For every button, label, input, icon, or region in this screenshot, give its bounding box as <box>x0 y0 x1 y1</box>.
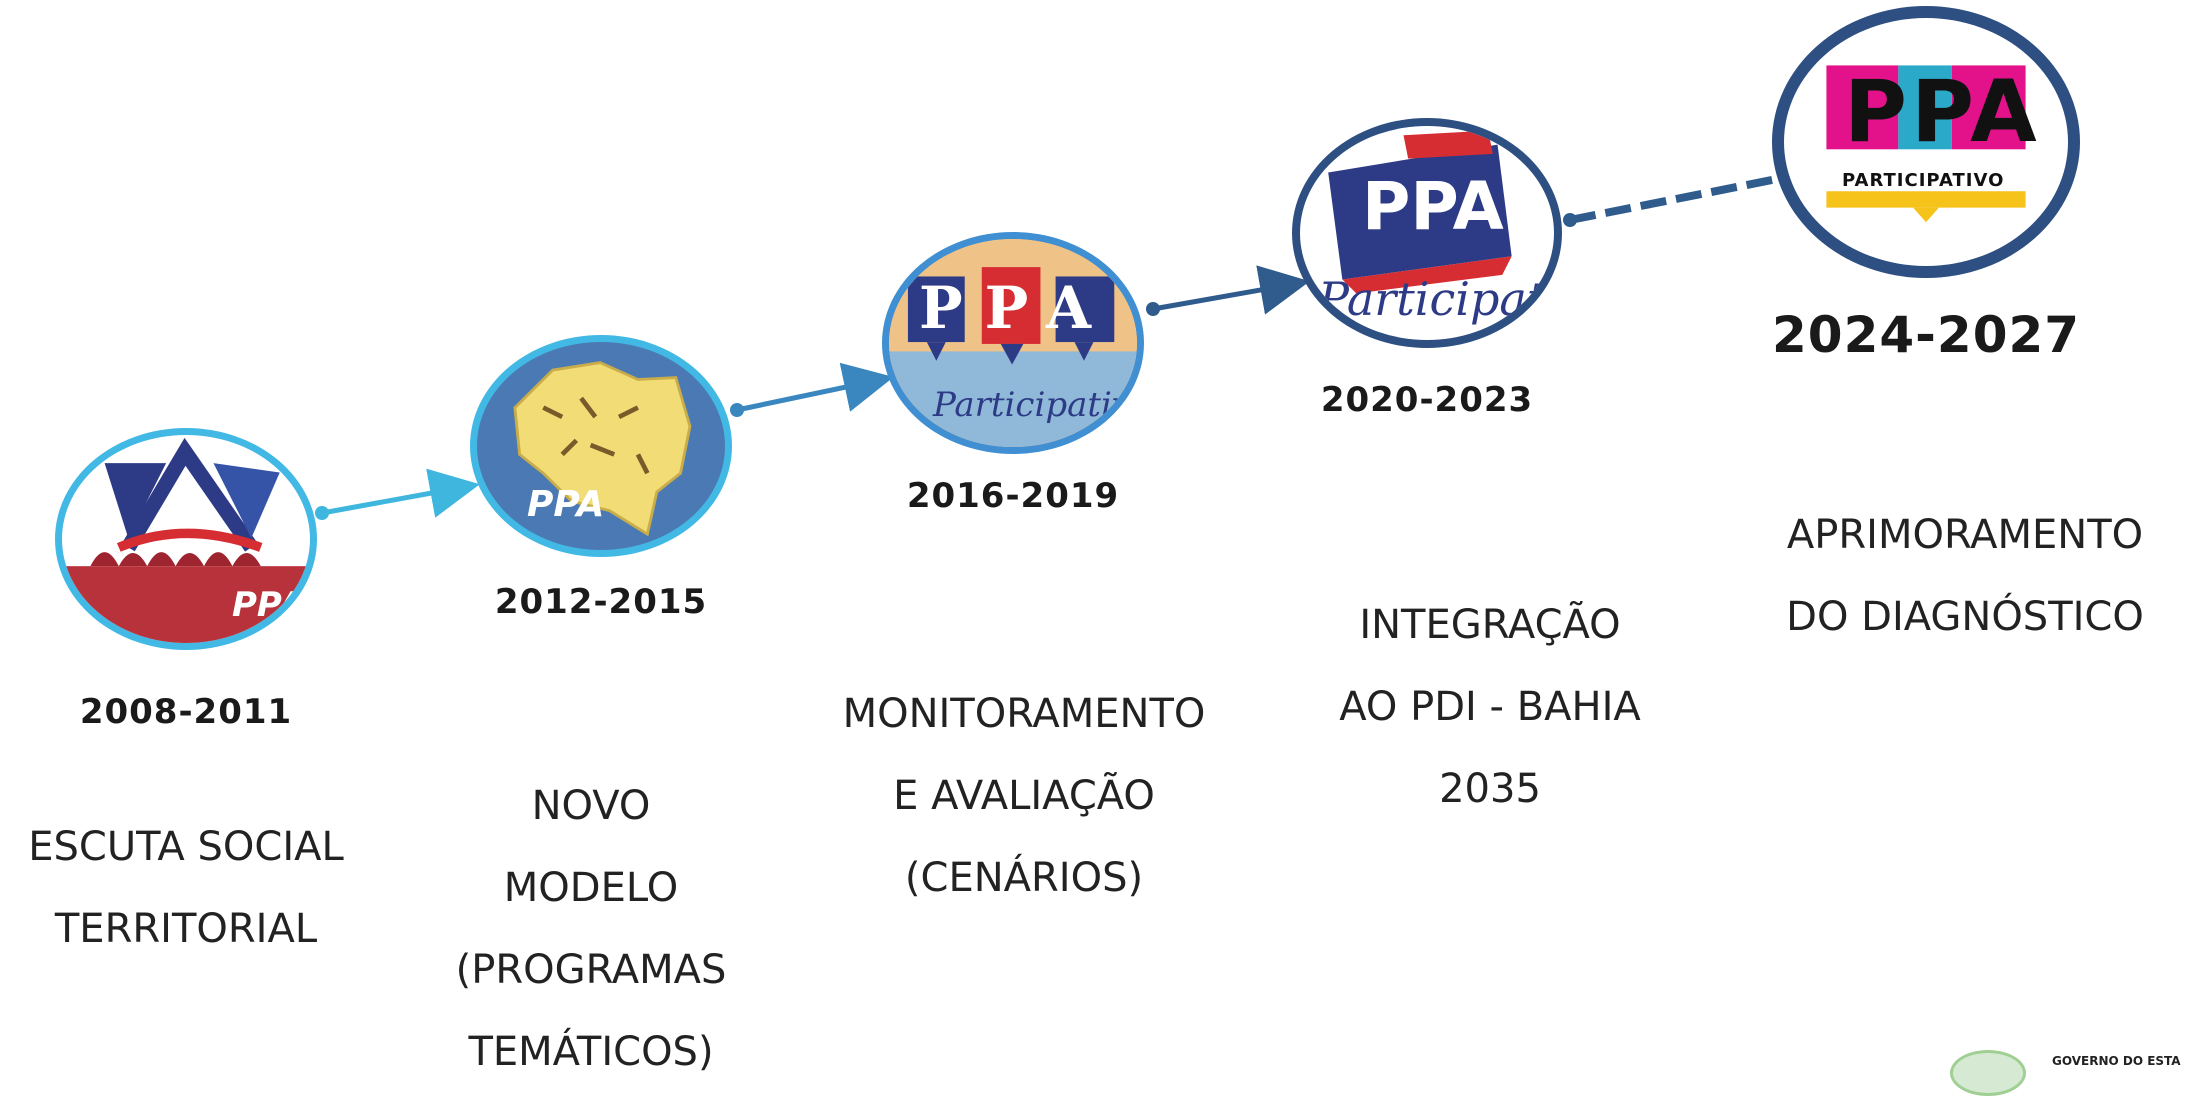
description-line: NOVO <box>531 783 651 829</box>
ppa-2024-logo-text: PPA <box>1844 62 2041 162</box>
ppa-2020-logo-icon: PPA Participati <box>1292 118 1562 348</box>
period-2024-2027: 2024-2027 <box>1772 306 2081 364</box>
connector-2008-2012 <box>315 468 480 520</box>
period-2008-2011: 2008-2011 <box>79 692 293 732</box>
period-2016-2019: 2016-2019 <box>906 476 1120 516</box>
description-2008-2011: ESCUTA SOCIAL TERRITORIAL <box>0 806 372 970</box>
connector-2012-2016 <box>730 362 894 417</box>
description-line: INTEGRAÇÃO <box>1359 602 1621 648</box>
description-line: (CENÁRIOS) <box>904 855 1144 901</box>
ppa-2020-logo-subtext: Participati <box>1318 272 1561 326</box>
ppa-2016-logo-icon: PPA Participativo <box>882 232 1144 454</box>
description-line: E AVALIAÇÃO <box>893 773 1155 819</box>
description-line: MONITORAMENTO <box>842 691 1206 737</box>
description-line: TERRITORIAL <box>54 906 318 952</box>
ppa-2012-bahia-map-icon: PPA <box>470 335 732 557</box>
description-line: 2035 <box>1439 766 1541 812</box>
description-2024-2027: APRIMORAMENTO DO DIAGNÓSTICO <box>1740 494 2190 658</box>
description-line: AO PDI - BAHIA <box>1339 684 1641 730</box>
description-2012-2015: NOVO MODELO (PROGRAMAS TEMÁTICOS) <box>420 765 762 1093</box>
ppa-2008-logo-icon: PPA <box>55 428 317 650</box>
description-line: MODELO <box>503 865 679 911</box>
government-label: GOVERNO DO ESTA <box>2052 1054 2181 1068</box>
connector-2016-2020 <box>1146 265 1310 316</box>
description-line: TEMÁTICOS) <box>468 1029 714 1075</box>
description-line: (PROGRAMAS <box>455 947 727 993</box>
government-seal-icon <box>1950 1050 2026 1096</box>
ppa-2016-logo-text: PPA <box>919 274 1114 342</box>
connector-2020-2024-dashed <box>1563 174 1783 227</box>
description-line: APRIMORAMENTO <box>1786 512 2144 558</box>
description-2020-2023: INTEGRAÇÃO AO PDI - BAHIA 2035 <box>1300 584 1680 830</box>
ppa-2024-logo-icon: PPA PARTICIPATIVO <box>1772 6 2080 278</box>
description-line: ESCUTA SOCIAL <box>28 824 344 870</box>
period-2012-2015: 2012-2015 <box>494 582 708 622</box>
ppa-2012-logo-text: PPA <box>527 484 605 525</box>
ppa-2020-logo-text: PPA <box>1362 168 1504 245</box>
period-2020-2023: 2020-2023 <box>1320 380 1534 420</box>
description-line: DO DIAGNÓSTICO <box>1786 594 2144 640</box>
ppa-2008-logo-text: PPA <box>232 585 306 625</box>
ppa-2016-logo-subtext: Participativo <box>933 385 1144 425</box>
ppa-2024-logo-subtext: PARTICIPATIVO <box>1842 170 2005 191</box>
description-2016-2019: MONITORAMENTO E AVALIAÇÃO (CENÁRIOS) <box>808 673 1240 919</box>
